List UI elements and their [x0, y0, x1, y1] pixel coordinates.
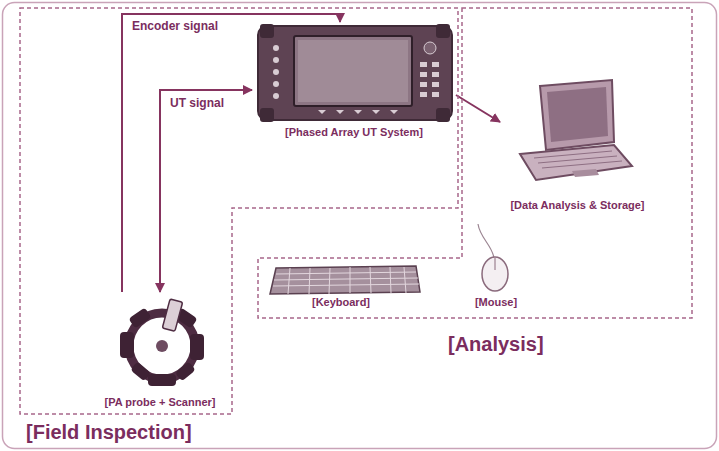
device-caption: [Phased Array UT System]: [285, 126, 423, 139]
outer-frame: [3, 3, 717, 449]
keyboard-picture: [270, 266, 420, 294]
region-border: [258, 8, 692, 318]
signal-label: UT signal: [168, 96, 226, 110]
laptop-picture: [520, 80, 632, 180]
data-storage-node: [Data Analysis & Storage]: [500, 70, 655, 215]
device-caption: [Keyboard]: [312, 296, 370, 309]
mouse-picture: [478, 224, 508, 291]
region-border: [20, 8, 458, 414]
field-inspection-region: [Field Inspection] [PA probe + Scanner] [P…: [20, 8, 458, 448]
signal-connector: [160, 90, 252, 292]
mouse-node: [Mouse]: [466, 248, 526, 312]
signal-connector: [122, 14, 340, 292]
region-heading: [Field Inspection]: [26, 420, 192, 444]
device-caption: [Mouse]: [475, 296, 517, 309]
ut-system-node: [Phased Array UT System]: [252, 22, 456, 142]
signal-label: Encoder signal: [130, 19, 220, 33]
device-caption: [Data Analysis & Storage]: [510, 199, 644, 212]
analysis-region: [Analysis] [Data Analysis & Storage] [Keyb…: [258, 8, 692, 358]
dashed-region-outline: [20, 8, 458, 448]
keyboard-node: [Keyboard]: [262, 262, 420, 312]
region-heading: [Analysis]: [448, 332, 544, 356]
ut-instrument-picture: [258, 24, 452, 122]
device-caption: [PA probe + Scanner]: [105, 396, 216, 409]
probe-scanner-picture: [120, 299, 204, 386]
probe-scanner-node: [PA probe + Scanner]: [92, 292, 228, 412]
